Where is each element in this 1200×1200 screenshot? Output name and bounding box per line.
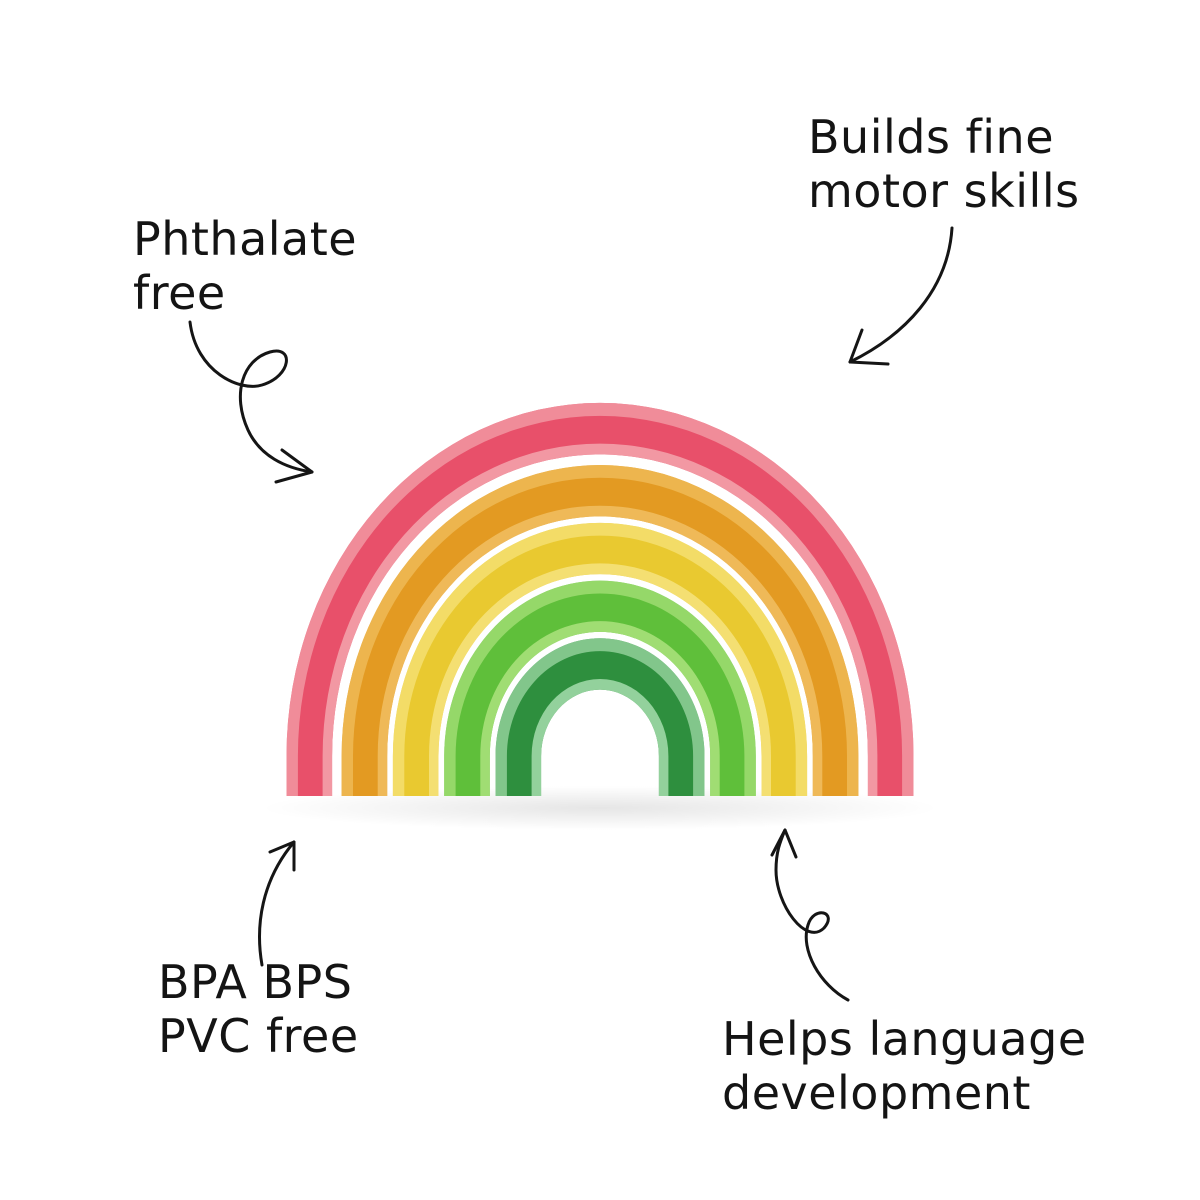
- callout-language: Helps language development: [722, 1012, 1087, 1120]
- rainbow-arc-3: [392, 522, 808, 796]
- rainbow-arc-2: [341, 465, 859, 796]
- callout-bpa-line2: PVC free: [158, 1009, 359, 1063]
- callout-fine-motor: Builds fine motor skills: [808, 110, 1080, 218]
- arrow-phthalate: [188, 320, 314, 484]
- rainbow-toy: [286, 402, 914, 796]
- rainbow-arc-4: [444, 580, 756, 796]
- callout-language-line1: Helps language: [722, 1012, 1087, 1066]
- callout-language-line2: development: [722, 1066, 1031, 1120]
- arrow-language: [770, 828, 850, 1002]
- rainbow-arc-5: [495, 638, 705, 796]
- rainbow-shadow: [260, 786, 940, 830]
- arrow-fine-motor: [848, 226, 954, 366]
- callout-bpa-free: BPA BPS PVC free: [158, 955, 359, 1063]
- callout-phthalate-line2: free: [133, 266, 226, 320]
- callout-fine-motor-line1: Builds fine: [808, 110, 1054, 164]
- callout-fine-motor-line2: motor skills: [808, 164, 1080, 218]
- arrow-bpa: [258, 840, 296, 967]
- callout-phthalate-line1: Phthalate: [133, 212, 358, 266]
- callout-bpa-line1: BPA BPS: [158, 955, 353, 1009]
- callout-phthalate-free: Phthalate free: [133, 212, 357, 320]
